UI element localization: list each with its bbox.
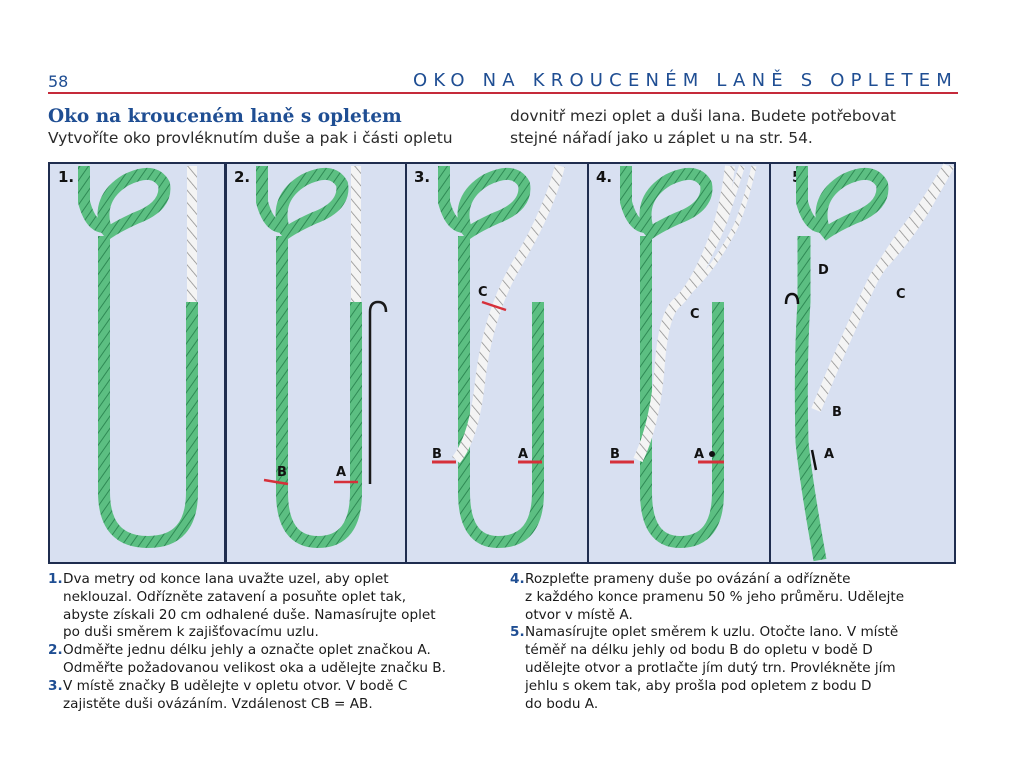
step-4: 4. Rozpleťte prameny duše po ovázání a o…: [510, 571, 904, 624]
panel-4: 4.: [587, 162, 771, 564]
step-number: 3.: [48, 677, 63, 694]
intro-left: Vytvoříte oko provléknutím duše a pak i …: [48, 129, 453, 147]
mark-c: C: [896, 287, 906, 302]
step-3: 3. V místě značky B udělejte v opletu ot…: [48, 678, 446, 714]
step-number: 4.: [510, 571, 525, 587]
mark-c: C: [690, 307, 700, 322]
section-title: Oko na krouceném laně s opletem: [48, 106, 402, 127]
rope-panel-5: D C B A: [784, 163, 955, 562]
steps-left-column: 1. Dva metry od konce lana uvažte uzel, …: [48, 571, 446, 713]
step-text: V místě značky B udělejte v opletu otvor…: [63, 677, 408, 712]
steps-right-column: 4. Rozpleťte prameny duše po ovázání a o…: [510, 571, 904, 713]
illustration-panels: 1. 2. 3. 4. 5.: [48, 162, 956, 564]
mark-a: A: [518, 447, 528, 462]
rope-panel-2: B A: [256, 166, 388, 549]
mark-a: A: [336, 465, 346, 480]
rope-panel-1: [78, 166, 198, 549]
fid-tool-icon: [368, 300, 388, 484]
mark-b: B: [832, 405, 842, 420]
mark-a: A: [824, 447, 834, 462]
mark-d: D: [818, 263, 829, 278]
panel-number: 3.: [414, 168, 430, 186]
header-rule: [48, 92, 958, 94]
mark-b: B: [610, 447, 620, 462]
step-5: 5. Namasírujte oplet směrem k uzlu. Otoč…: [510, 624, 904, 713]
step-text: Rozpleťte prameny duše po ovázání a odří…: [525, 571, 905, 623]
step-2: 2. Odměřte jednu délku jehly a označte o…: [48, 642, 446, 678]
running-head: OKO NA KROUCENÉM LANĚ S OPLETEM: [412, 70, 958, 91]
step-number: 1.: [48, 571, 63, 587]
mark-b: B: [277, 465, 287, 480]
intro-right: dovnitř mezi oplet a duši lana. Budete p…: [510, 107, 896, 147]
page-number: 58: [48, 72, 69, 91]
rope-panel-3: B A C: [432, 164, 565, 549]
panel-2: 2.: [225, 162, 407, 564]
step-text: Dva metry od konce lana uvažte uzel, aby…: [63, 571, 436, 641]
panel-number: 1.: [58, 168, 74, 186]
step-text: Odměřte jednu délku jehly a označte ople…: [63, 642, 446, 676]
step-1: 1. Dva metry od konce lana uvažte uzel, …: [48, 571, 446, 642]
step-number: 5.: [510, 624, 525, 641]
panel-number: 2.: [234, 168, 250, 186]
mark-a: A: [694, 447, 704, 462]
step-text: Namasírujte oplet směrem k uzlu. Otočte …: [525, 624, 899, 712]
step-number: 2.: [48, 642, 63, 659]
rope-panel-4: B A C: [610, 165, 757, 549]
panel-number: 4.: [596, 168, 612, 186]
mark-b: B: [432, 447, 442, 462]
fid-tool-icon: [784, 292, 800, 305]
panel-3: 3.: [405, 162, 589, 564]
mark-c: C: [478, 285, 488, 300]
